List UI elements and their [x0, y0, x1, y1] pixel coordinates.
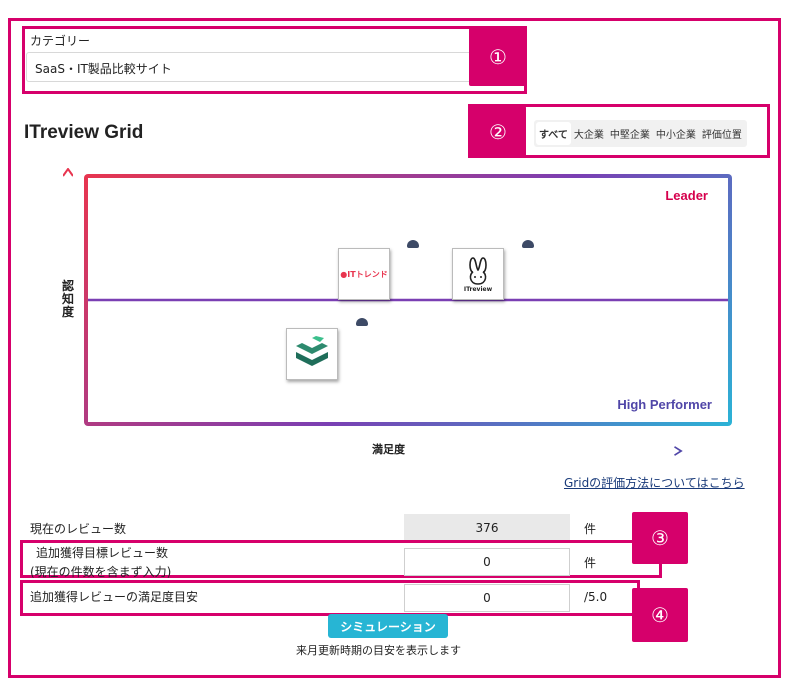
simulation-note: 来月更新時期の目安を表示します	[296, 644, 461, 657]
itrend-logo: ●ITトレンド	[340, 269, 388, 279]
satisfaction-label: 追加獲得レビューの満足度目安	[30, 590, 199, 604]
outer-highlight-frame	[8, 18, 781, 678]
segment-position[interactable]: 評価位置	[701, 130, 742, 141]
page-title: ITreview Grid	[24, 122, 144, 143]
leader-label: Leader	[665, 188, 708, 203]
current-reviews-label: 現在のレビュー数	[30, 522, 127, 536]
high-performer-label: High Performer	[617, 397, 712, 412]
segment-control: すべて 大企業 中堅企業 中小企業 評価位置	[534, 120, 747, 147]
itreview-grid: Leader High Performer	[84, 174, 732, 426]
y-axis-label: 認知度	[60, 279, 76, 319]
grid-method-link[interactable]: Gridの評価方法についてはこちら	[564, 476, 745, 490]
product-itreview[interactable]: ITreview	[452, 248, 504, 300]
stack-logo-icon	[296, 336, 328, 366]
badge-3: ③	[632, 512, 688, 564]
satisfaction-input[interactable]: 0	[404, 584, 570, 612]
satisfaction-unit: /5.0	[584, 590, 608, 604]
grid-lines	[88, 178, 728, 422]
target-reviews-unit: 件	[584, 556, 597, 570]
target-reviews-sublabel: (現在の件数を含まず入力)	[30, 565, 172, 579]
target-reviews-input[interactable]: 0	[404, 548, 570, 576]
current-reviews-value: 376	[404, 514, 570, 542]
badge-1: ①	[469, 28, 527, 86]
badge-4: ④	[632, 588, 688, 642]
x-axis-arrow	[140, 446, 683, 456]
x-axis-label: 満足度	[370, 441, 407, 457]
segment-highlight	[468, 104, 770, 158]
competitor-marker[interactable]	[407, 240, 419, 248]
category-select[interactable]: SaaS・IT製品比較サイト	[26, 52, 488, 82]
segment-all[interactable]: すべて	[536, 122, 571, 145]
segment-small[interactable]: 中小企業	[655, 130, 696, 141]
product-green-logo[interactable]	[286, 328, 338, 380]
rabbit-icon	[469, 256, 487, 285]
segment-large[interactable]: 大企業	[573, 130, 604, 141]
product-itrend[interactable]: ●ITトレンド	[338, 248, 390, 300]
simulation-button[interactable]: シミュレーション	[328, 614, 448, 638]
target-reviews-label: 追加獲得目標レビュー数	[36, 546, 169, 560]
category-label: カテゴリー	[30, 34, 91, 48]
segment-mid[interactable]: 中堅企業	[609, 130, 650, 141]
itreview-logo-text: ITreview	[463, 285, 493, 293]
competitor-marker[interactable]	[522, 240, 534, 248]
current-reviews-unit: 件	[584, 522, 597, 536]
competitor-marker[interactable]	[356, 318, 368, 326]
badge-2: ②	[470, 106, 526, 158]
